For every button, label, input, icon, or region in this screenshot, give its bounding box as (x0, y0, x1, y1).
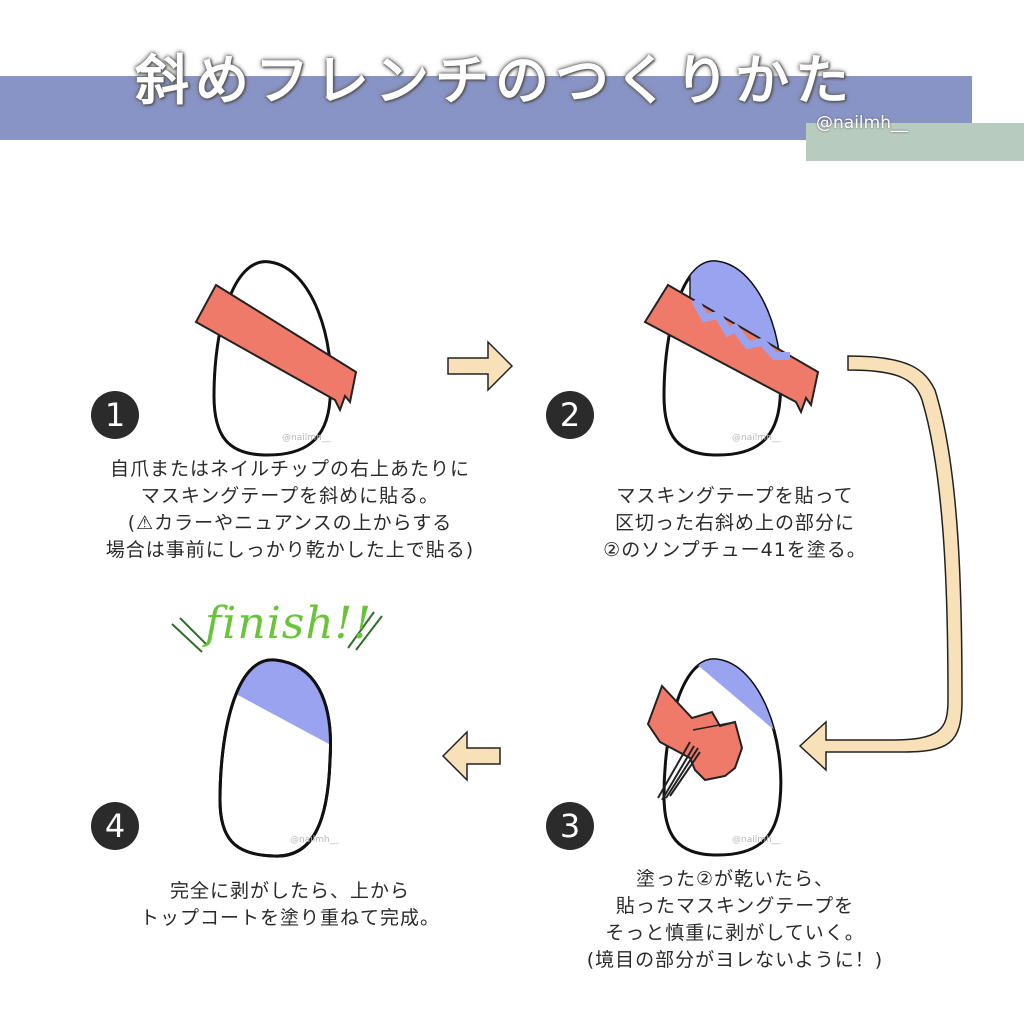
arrow-left-icon (441, 730, 501, 782)
step2-line: マスキングテープを貼って (616, 485, 854, 507)
step4-line: 完全に剥がしたら、上から (169, 880, 410, 902)
watermark: @nailmh__ (732, 433, 781, 443)
step2-nail-illustration: @nailmh__ (643, 260, 820, 457)
step4-line: トップコートを塗り重ねて完成。 (139, 907, 440, 929)
masking-tape (194, 283, 358, 413)
step3-line: 貼ったマスキングテープを (615, 895, 855, 917)
step3-line: そっと慎重に剥がしていく。 (605, 922, 865, 944)
step1-line: 場合は事前にしっかり乾かした上で貼る) (105, 539, 475, 561)
watermark: @nailmh__ (290, 835, 339, 845)
arrow-curve-down-icon (798, 355, 963, 772)
step3-nail-illustration: @nailmh__ (646, 658, 783, 857)
step2-line: ②のソンプチュー41を塗る。 (603, 539, 867, 561)
step1-nail-illustration: @nailmh__ (194, 260, 358, 457)
step1-line: (⚠カラーやニュアンスの上からする (127, 512, 453, 534)
step2-line: 区切った右斜め上の部分に (614, 512, 855, 534)
step3-description: 塗った②が乾いたら、 貼ったマスキングテープを そっと慎重に剥がしていく。 (境… (520, 866, 950, 974)
step4-nail-illustration: @nailmh__ (218, 658, 339, 858)
step3-line: (境目の部分がヨレないように！) (586, 949, 884, 971)
emphasis-lines (171, 611, 383, 653)
step-number-3: 3 (546, 802, 594, 850)
step3-line: 塗った②が乾いたら、 (635, 868, 835, 890)
finish-label: finish!! (205, 598, 373, 649)
peeling-tape (646, 684, 744, 782)
tweezers-icon (657, 741, 701, 801)
watermark: @nailmh__ (732, 835, 781, 845)
masking-tape (643, 283, 820, 415)
step2-description: マスキングテープを貼って 区切った右斜め上の部分に ②のソンプチュー41を塗る。 (520, 483, 950, 564)
step4-description: 完全に剥がしたら、上から トップコートを塗り重ねて完成。 (70, 878, 510, 932)
author-handle: @nailmh__ (816, 113, 908, 133)
arrow-right-icon (447, 340, 514, 392)
step1-line: 自爪またはネイルチップの右上あたりに (109, 458, 470, 480)
handle-band (806, 123, 1024, 161)
step-number-1: 1 (91, 391, 139, 439)
watermark: @nailmh__ (282, 433, 331, 443)
step-number-2: 2 (546, 391, 594, 439)
page-title: 斜めフレンチのつくりかた (135, 49, 855, 112)
step1-description: 自爪またはネイルチップの右上あたりに マスキングテープを斜めに貼る。 (⚠カラー… (40, 456, 540, 564)
step-number-4: 4 (91, 802, 139, 850)
step1-line: マスキングテープを斜めに貼る。 (140, 485, 440, 507)
